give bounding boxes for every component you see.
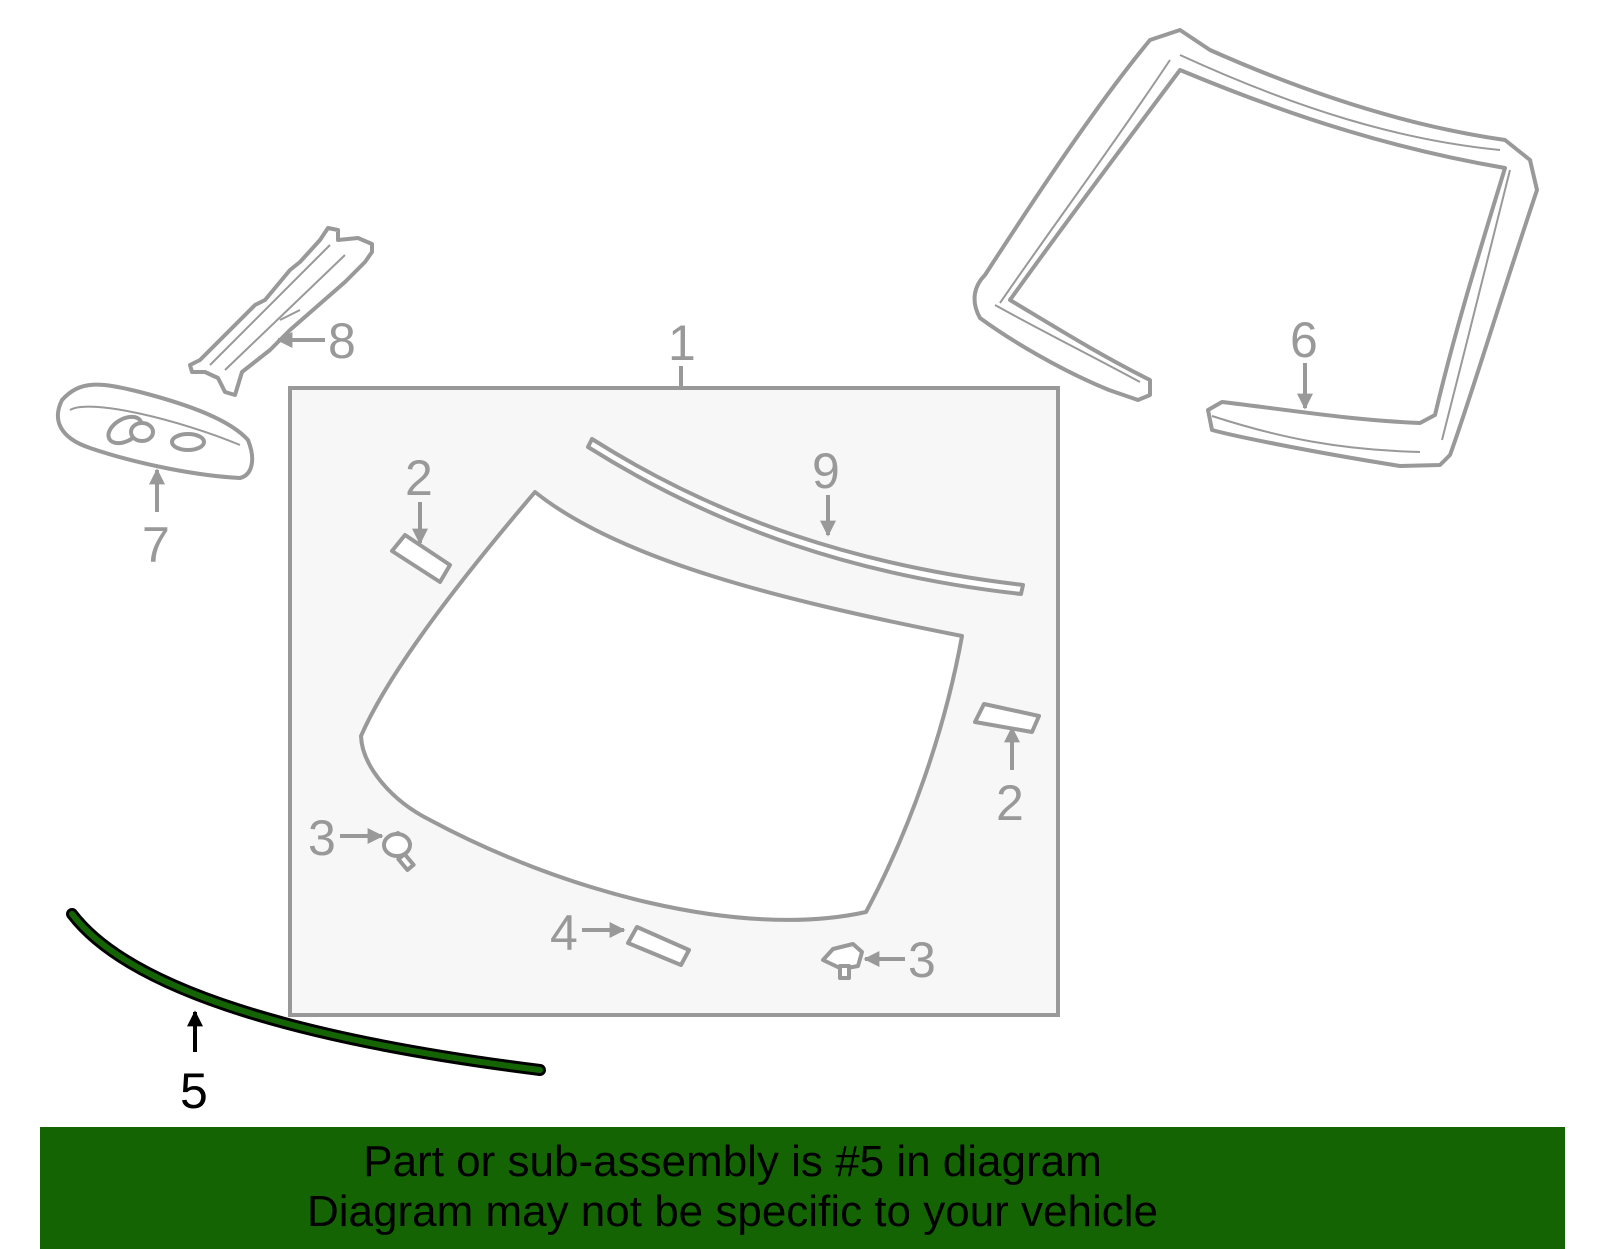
part-3-clip-left[interactable]: 3: [308, 810, 416, 872]
callout-2b: 2: [996, 775, 1024, 831]
part-5-reveal-molding-highlighted[interactable]: 5: [66, 908, 546, 1119]
windshield-glass[interactable]: [359, 490, 964, 922]
banner-part-notice: Part or sub-assembly is #5 in diagram: [363, 1137, 1102, 1186]
callout-4: 4: [550, 905, 578, 961]
part-2-bracket-right[interactable]: 2: [973, 702, 1041, 831]
callout-1: 1: [668, 315, 696, 371]
part-2-bracket-upper-left[interactable]: 2: [390, 450, 452, 584]
part-4-bracket-lower[interactable]: 4: [550, 905, 691, 967]
banner-disclaimer: Diagram may not be specific to your vehi…: [306, 1187, 1159, 1236]
callout-8: 8: [328, 313, 356, 369]
callout-3b: 3: [908, 932, 936, 988]
callout-6: 6: [1290, 312, 1318, 368]
part-9-upper-molding[interactable]: 9: [586, 437, 1025, 596]
callout-9: 9: [812, 443, 840, 499]
callout-5: 5: [180, 1063, 208, 1119]
callout-7: 7: [142, 517, 170, 573]
part-8-mirror-bracket[interactable]: 8: [188, 226, 374, 397]
callout-2a: 2: [405, 450, 433, 506]
part-3-clip-right[interactable]: 3: [821, 932, 936, 988]
callout-3a: 3: [308, 810, 336, 866]
part-7-rear-view-mirror[interactable]: 7: [56, 382, 255, 573]
notice-banner: Part or sub-assembly is #5 in diagram Di…: [40, 1127, 1565, 1249]
part-6-reveal-molding-surround[interactable]: 6: [972, 28, 1539, 468]
